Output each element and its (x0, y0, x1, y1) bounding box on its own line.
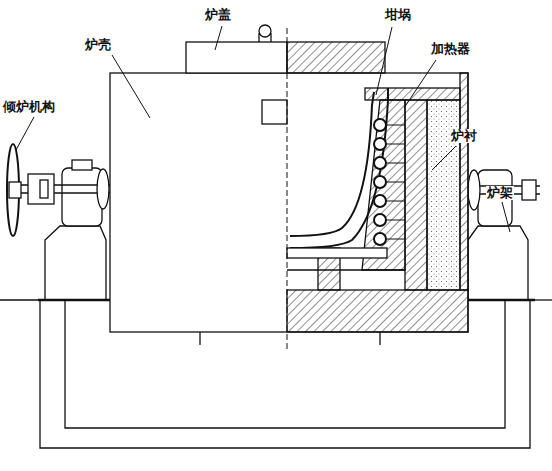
heater-coil (374, 157, 386, 169)
part-label: 炉架 (486, 186, 514, 200)
coil-lead (386, 201, 405, 202)
part-label: 炉盖 (204, 8, 232, 22)
part-label: 炉壳 (84, 38, 112, 52)
part-label: 坩埚 (384, 8, 412, 22)
coil-lead (386, 239, 405, 240)
heater-coil (374, 233, 386, 245)
heater-coil (374, 138, 386, 150)
coil-lead (386, 163, 405, 164)
part-label: 加热器 (430, 42, 471, 56)
coil-lead (386, 125, 405, 126)
heater-coil (374, 214, 386, 226)
coil-lead (386, 144, 405, 145)
part-label: 倾炉机构 (2, 100, 56, 114)
coil-lead (386, 220, 405, 221)
part-label: 炉衬 (450, 129, 478, 143)
heater-coil (374, 195, 386, 207)
heater-coil (374, 119, 386, 131)
coil-lead (386, 182, 405, 183)
heater-coil (374, 176, 386, 188)
